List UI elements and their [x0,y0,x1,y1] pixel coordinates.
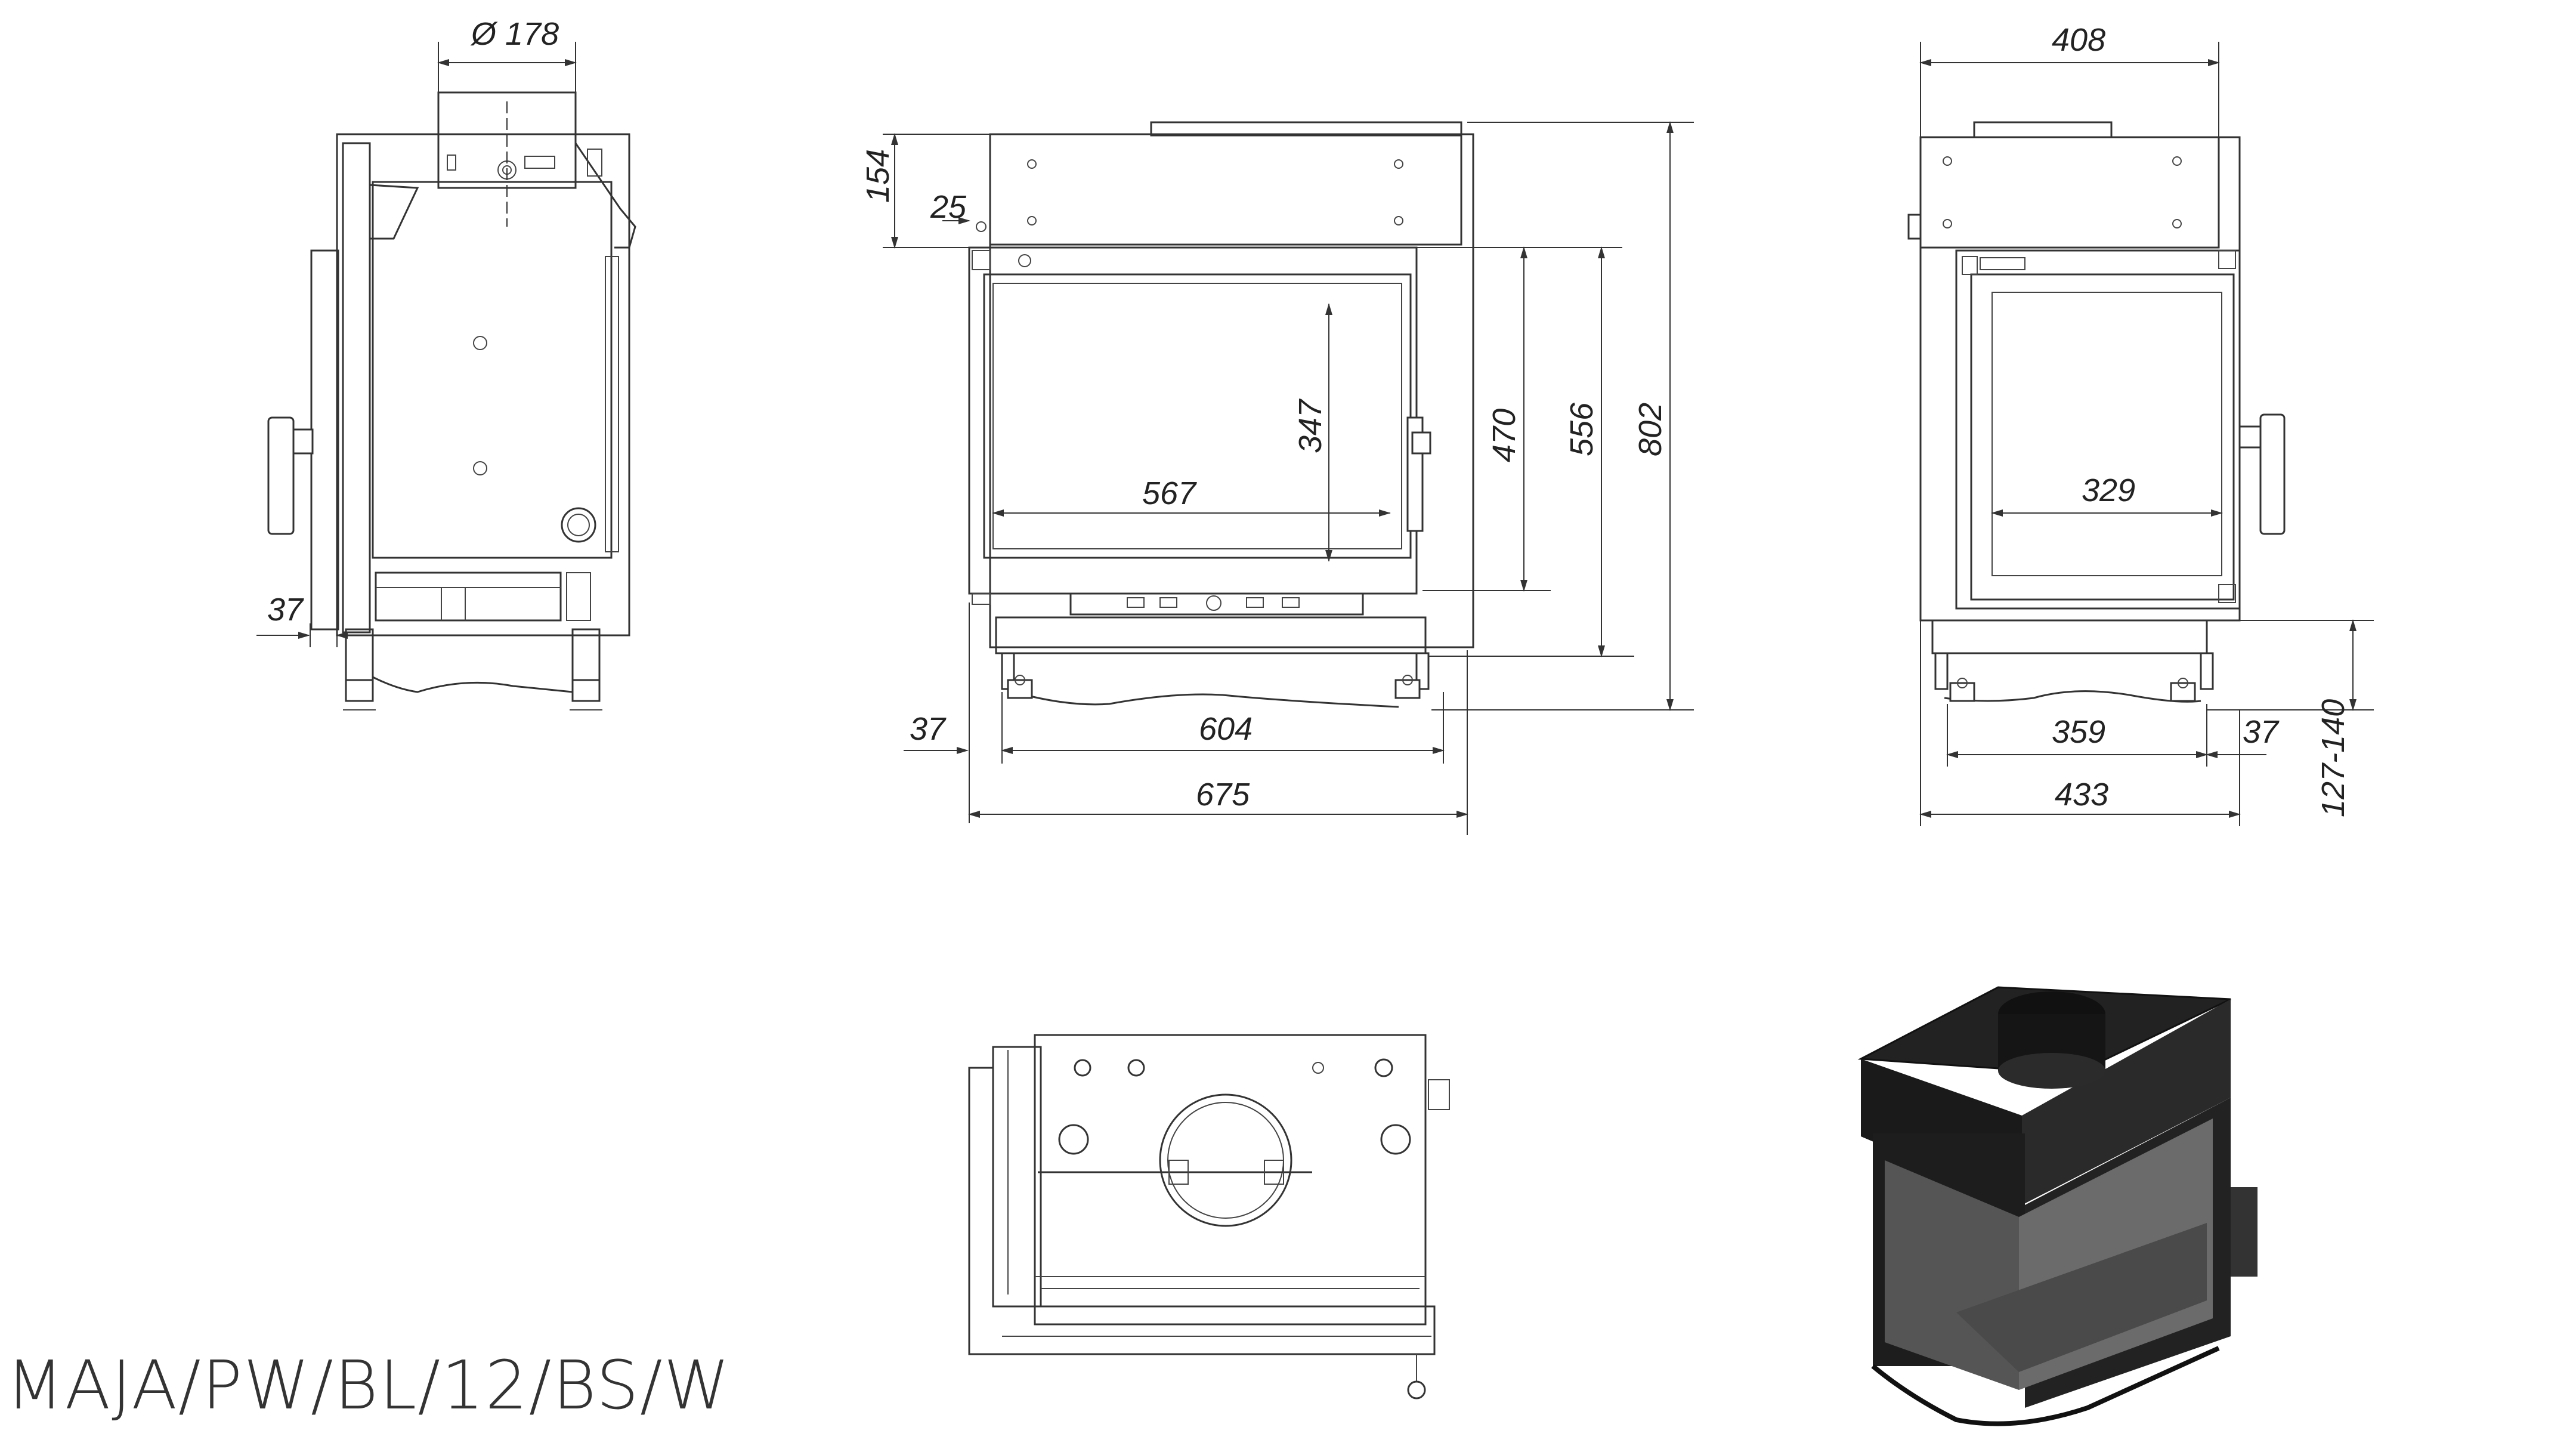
dim-glass-height: 347 [1292,398,1328,453]
model-code: MAJA/PW/BL/12/BS/W [6,1347,731,1425]
dim-side-glass-width: 329 [2082,472,2135,508]
dim-offset-25: 25 [930,189,967,225]
left-side-view: Ø 178 37 [256,16,636,710]
dim-front-left-leg: 37 [910,711,947,747]
front-view: 154 25 347 567 470 556 802 37 604 675 [860,121,1694,835]
dim-side-top-width: 408 [2052,22,2105,58]
dim-opening-556: 556 [1564,402,1600,456]
dim-glass-width: 567 [1142,475,1197,511]
top-view [968,1034,1450,1399]
right-side-view: 408 329 127-140 359 37 433 [1907,22,2374,826]
dim-top-height: 154 [860,149,896,203]
dim-flue-diameter: Ø 178 [470,16,559,52]
fireplace-render [1857,986,2258,1426]
dim-total-height: 802 [1632,403,1668,456]
dim-side-left-leg: 37 [267,592,304,628]
dim-side-inner-width: 359 [2052,714,2105,750]
dim-side-total-width: 433 [2055,777,2108,812]
dim-opening-470: 470 [1486,409,1522,462]
dim-leg-height-range: 127-140 [2315,699,2351,817]
dim-side-right-leg: 37 [2243,714,2280,750]
dim-front-total-width: 675 [1196,777,1250,812]
dim-front-inner-width: 604 [1199,711,1253,747]
